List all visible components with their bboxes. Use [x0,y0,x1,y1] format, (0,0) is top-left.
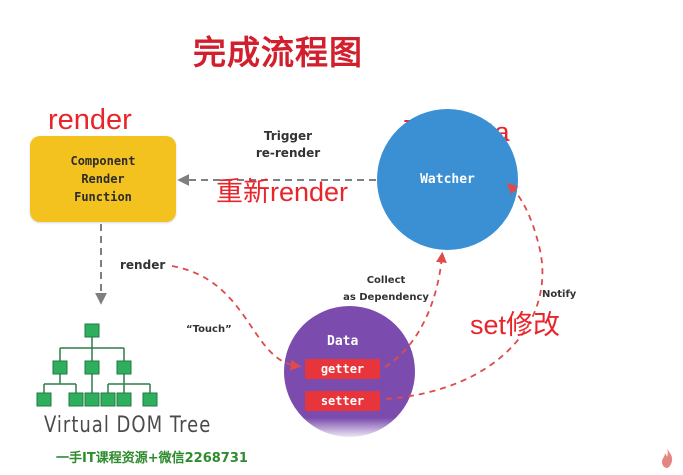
tree-node [68,392,84,407]
render-edge-label: render [120,258,166,272]
notify-edge-label: Notify [542,289,577,300]
collect-line-2: as Dependency [343,292,429,303]
tree-node [142,392,158,407]
virtual-dom-tree-icon [43,334,151,394]
component-line-2: Render [81,172,125,186]
trigger-line-1: Trigger [263,129,313,143]
virtual-dom-tree-caption: Virtual DOM Tree [44,412,212,439]
touch-arrow [171,265,302,371]
collect-line-1: Collect [366,275,406,286]
setter-pill: setter [305,391,380,411]
set-modify-annotation: set修改 [470,310,561,340]
data-label: Data [327,334,359,349]
tree-node [116,360,132,375]
component-line-3: Function [74,190,132,204]
tree-node [36,392,52,407]
touch-edge-label: “Touch” [186,324,232,335]
watcher-label: Watcher [420,172,475,187]
tree-node [84,392,100,407]
tree-node [52,360,68,375]
trigger-rerender-label: Trigger re-render [252,128,324,162]
getter-pill: getter [305,359,380,379]
tree-node [116,392,132,407]
tree-node [84,323,100,338]
data-node-fade [284,418,419,440]
component-render-function-node: Component Render Function [30,136,176,222]
tree-node [84,360,100,375]
watcher-node: Watcher [377,109,518,250]
collect-dependency-arrow [384,251,447,368]
component-line-1: Component [70,154,136,168]
rerender-annotation: 重新render [216,177,349,207]
tree-node [100,392,116,407]
trigger-line-2: re-render [255,146,321,160]
page-title: 完成流程图 [193,33,363,72]
watermark-text: 一手IT课程资源+微信2268731 [56,451,248,466]
flame-icon [662,448,673,468]
render-annotation: render [48,104,132,136]
collect-dependency-label: Collect as Dependency [342,272,430,306]
